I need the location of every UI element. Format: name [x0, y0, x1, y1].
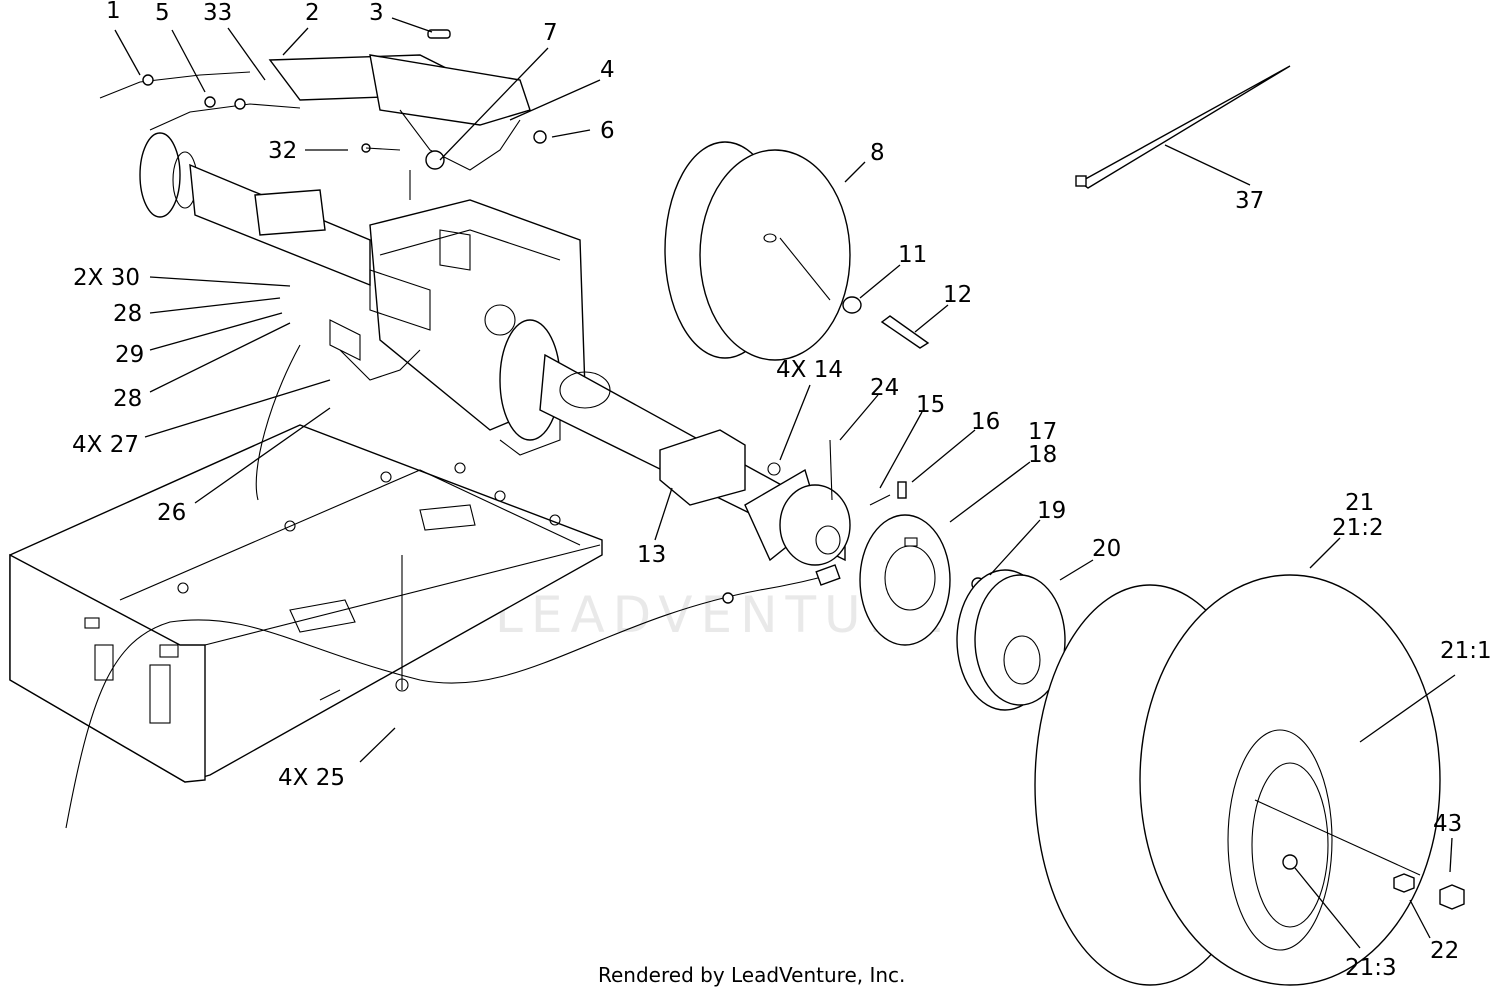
callout-4x25: 4X 25: [278, 765, 345, 791]
callout-labels: 1 5 33 2 3 7 4 6 32 8 11 12 37 2X 30 28 …: [72, 0, 1492, 981]
callout-16: 16: [971, 409, 1000, 435]
callout-3: 3: [369, 0, 384, 26]
callout-32: 32: [268, 138, 297, 164]
callout-4: 4: [600, 57, 615, 83]
callout-7: 7: [543, 20, 558, 46]
callout-13: 13: [637, 542, 666, 568]
callout-4x14: 4X 14: [776, 357, 843, 383]
pulley: [664, 141, 851, 361]
callout-11: 11: [898, 242, 927, 268]
callout-24: 24: [870, 375, 899, 401]
control-linkage: [99, 29, 547, 200]
washer: [842, 296, 862, 314]
callout-19: 19: [1037, 498, 1066, 524]
leader-lines: [114, 17, 1456, 949]
brake-cable: [65, 574, 831, 829]
callout-26: 26: [157, 500, 186, 526]
callout-37: 37: [1235, 188, 1264, 214]
callout-43: 43: [1433, 811, 1462, 837]
callout-22: 22: [1430, 938, 1459, 964]
tire-wheel: [1034, 574, 1465, 986]
callout-17: 17: [1028, 419, 1057, 445]
callout-29: 29: [115, 342, 144, 368]
callout-5: 5: [155, 0, 170, 26]
callout-21: 21: [1345, 490, 1374, 516]
callout-6: 6: [600, 118, 615, 144]
callout-28-upper: 28: [113, 301, 142, 327]
callout-15: 15: [916, 392, 945, 418]
frame-assembly: [9, 424, 603, 783]
callout-21-3: 21:3: [1345, 955, 1397, 981]
callout-21-2: 21:2: [1332, 515, 1384, 541]
callout-1: 1: [106, 0, 121, 24]
callout-18: 18: [1028, 442, 1057, 468]
transaxle-assembly: [139, 132, 846, 562]
callout-20: 20: [1092, 536, 1121, 562]
hub-brake-assembly: [779, 439, 1066, 711]
callout-8: 8: [870, 140, 885, 166]
callout-33: 33: [203, 0, 232, 26]
callout-2: 2: [305, 0, 320, 26]
callout-21-1: 21:1: [1440, 638, 1492, 664]
cable-tie: [1078, 65, 1291, 189]
bolt: [880, 315, 930, 349]
callout-12: 12: [943, 282, 972, 308]
callout-4x27: 4X 27: [72, 432, 139, 458]
callout-28-lower: 28: [113, 386, 142, 412]
callout-2x30: 2X 30: [73, 265, 140, 291]
brake-cable-upper: [255, 344, 301, 501]
footer-credit: Rendered by LeadVenture, Inc.: [598, 963, 905, 987]
